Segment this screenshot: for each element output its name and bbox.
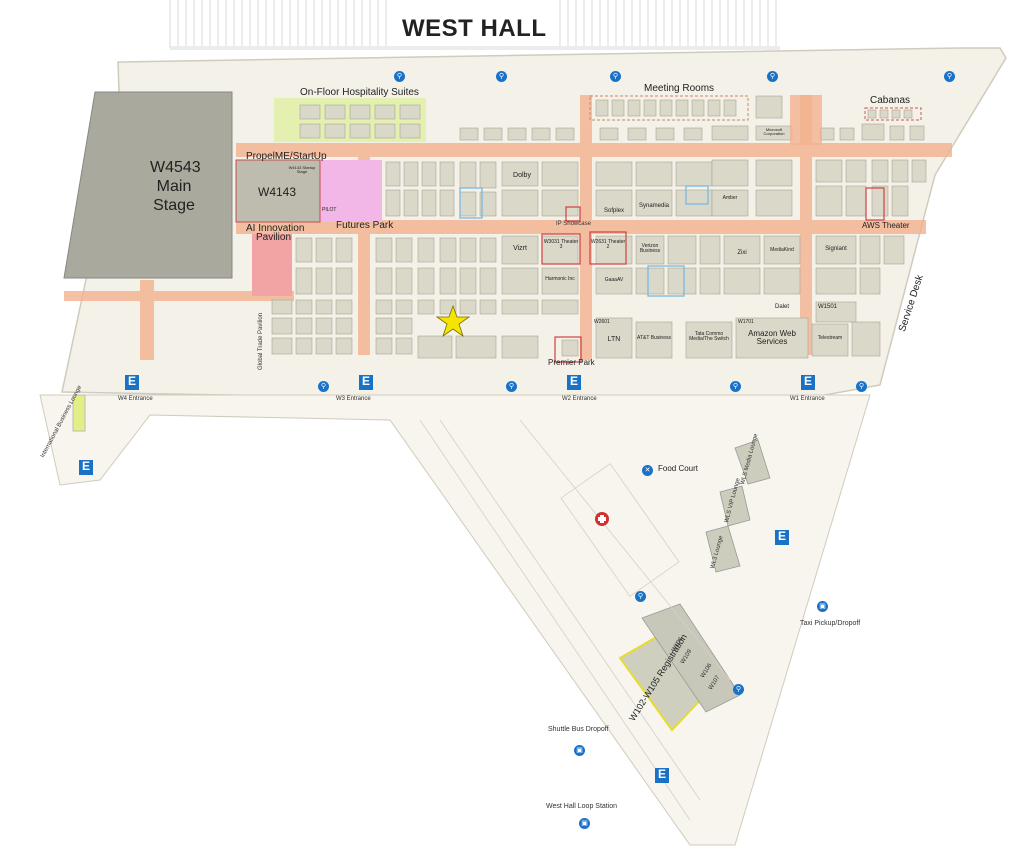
theater-outlines xyxy=(541,187,885,363)
entrance-south-icon[interactable]: E xyxy=(655,768,669,783)
restroom-icon: ⚲ xyxy=(856,381,867,392)
w4143-block xyxy=(235,159,321,223)
booth-w3031[interactable]: W3031 Theater 3 xyxy=(543,239,579,251)
booth-zixi[interactable]: Zixi xyxy=(737,250,747,256)
premier-park-label: Premier Park xyxy=(548,358,595,367)
booth-telestream[interactable]: Telestream xyxy=(817,335,843,341)
booth-mediakind[interactable]: MediaKind xyxy=(770,247,794,253)
entrance-east-icon[interactable]: E xyxy=(775,530,789,545)
meeting-rooms-label: Meeting Rooms xyxy=(644,83,715,94)
futures-park-label: Futures Park xyxy=(336,220,394,231)
entrance-w3-label: W3 Entrance xyxy=(336,396,371,402)
booth-vizrt[interactable]: Vizrt xyxy=(513,245,527,252)
aws-theater-label: AWS Theater xyxy=(862,221,910,230)
taxi-icon: ▣ xyxy=(817,601,828,612)
loop-label: West Hall Loop Station xyxy=(546,803,618,810)
booth-w1701[interactable]: W1701 xyxy=(738,319,754,325)
hospitality-label: On-Floor Hospitality Suites xyxy=(300,87,419,98)
restroom-icon: ⚲ xyxy=(318,381,329,392)
propelme-label: PropelME/StartUp xyxy=(246,151,327,162)
restroom-icon: ⚲ xyxy=(635,591,646,602)
booth-amber[interactable]: Amber xyxy=(722,195,738,201)
blue-outline-booths xyxy=(459,185,709,297)
entrance-w1-label: W1 Entrance xyxy=(790,396,825,402)
aisles xyxy=(64,95,952,360)
booth-dalet[interactable]: Dalet xyxy=(774,304,789,310)
hall-title: WEST HALL xyxy=(402,15,547,42)
booth-ltn[interactable]: LTN xyxy=(607,336,621,343)
food-court-icon: ✕ xyxy=(642,465,653,476)
meeting-rooms-w106-w109 xyxy=(641,603,741,713)
booth-harmonic[interactable]: Harmonic Inc xyxy=(545,276,575,282)
restroom-icon: ⚲ xyxy=(944,71,955,82)
booth-synamedia[interactable]: Synamedia xyxy=(638,203,670,209)
food-court-label: Food Court xyxy=(658,464,699,473)
intl-lounge-block xyxy=(72,394,86,432)
entrance-w1-icon[interactable]: E xyxy=(801,375,815,390)
ai-pavilion-label-2: Pavilion xyxy=(256,232,292,243)
entrance-w4-icon[interactable]: E xyxy=(125,375,139,390)
cabanas-label: Cabanas xyxy=(870,95,911,106)
main-stage-block xyxy=(63,91,233,279)
lobby-furniture xyxy=(419,419,731,821)
booth-w1501[interactable]: W1501 xyxy=(818,304,838,310)
w4143-label: W4143 xyxy=(258,185,297,199)
loop-station-icon: ▣ xyxy=(579,818,590,829)
shuttle-icon: ▣ xyxy=(574,745,585,756)
entrance-w3-icon[interactable]: E xyxy=(359,375,373,390)
main-stage-number: W4543 xyxy=(150,159,201,176)
booth-sofplex[interactable]: Sofplex xyxy=(603,208,624,214)
ai-pavilion-label-1: AI Innovation xyxy=(246,223,305,234)
facade-band xyxy=(170,46,780,50)
theater-1-block xyxy=(790,95,822,145)
booth-w2601[interactable]: W2601 xyxy=(594,319,610,325)
booth-gaaaav[interactable]: GaaaAV xyxy=(604,277,624,283)
ip-showcase-label: IP Showcase xyxy=(556,221,591,227)
you-are-here-star xyxy=(435,304,471,338)
wls-vip-lounge xyxy=(719,485,751,527)
restroom-icon: ⚲ xyxy=(767,71,778,82)
booth-aws[interactable]: Amazon Web Services xyxy=(748,329,796,347)
booth-w2631[interactable]: W2631 Theater 2 xyxy=(590,239,626,251)
main-stage-line1: Main xyxy=(156,178,192,195)
booth-dolby[interactable]: Dolby xyxy=(513,172,531,179)
restroom-icon: ⚲ xyxy=(610,71,621,82)
booth-signiant[interactable]: Signiant xyxy=(825,246,847,252)
booth-microsoft[interactable]: Microsoft Corporation xyxy=(763,127,785,137)
booth-pilot[interactable]: PILOT xyxy=(322,207,337,213)
entrance-w4-label: W4 Entrance xyxy=(118,396,153,402)
restroom-icon: ⚲ xyxy=(394,71,405,82)
wls-media-lounge xyxy=(734,439,771,485)
restroom-icon: ⚲ xyxy=(496,71,507,82)
main-stage-line2: Stage xyxy=(153,197,195,214)
restroom-icon: ⚲ xyxy=(733,684,744,695)
booth-att[interactable]: AT&T Business xyxy=(637,335,671,341)
ai-pavilion-area xyxy=(252,234,292,296)
global-trade-label: Global Trade Pavilion xyxy=(258,312,264,370)
restroom-icon: ⚲ xyxy=(506,381,517,392)
restroom-icon: ⚲ xyxy=(730,381,741,392)
shuttle-label: Shuttle Bus Dropoff xyxy=(548,726,609,733)
entrance-w2-label: W2 Entrance xyxy=(562,396,597,402)
entrance-lounge-icon[interactable]: E xyxy=(79,460,93,475)
facade-lines xyxy=(169,0,777,48)
booth-w4143-startup[interactable]: W4143 Startup Stage xyxy=(288,165,316,175)
lobby-outline xyxy=(39,394,871,846)
cabanas-area xyxy=(864,107,922,121)
meeting-rooms-area xyxy=(589,95,749,121)
taxi-label: Taxi Pickup/Dropoff xyxy=(800,620,861,627)
futures-park-area xyxy=(320,160,382,222)
booth-verizon[interactable]: Verizon Business xyxy=(639,243,661,255)
booth-tata[interactable]: Tata Commo Media/The Switch xyxy=(689,331,729,343)
wl3-lounge xyxy=(705,525,741,573)
booth-grid xyxy=(271,95,927,359)
entrance-w2-icon[interactable]: E xyxy=(567,375,581,390)
